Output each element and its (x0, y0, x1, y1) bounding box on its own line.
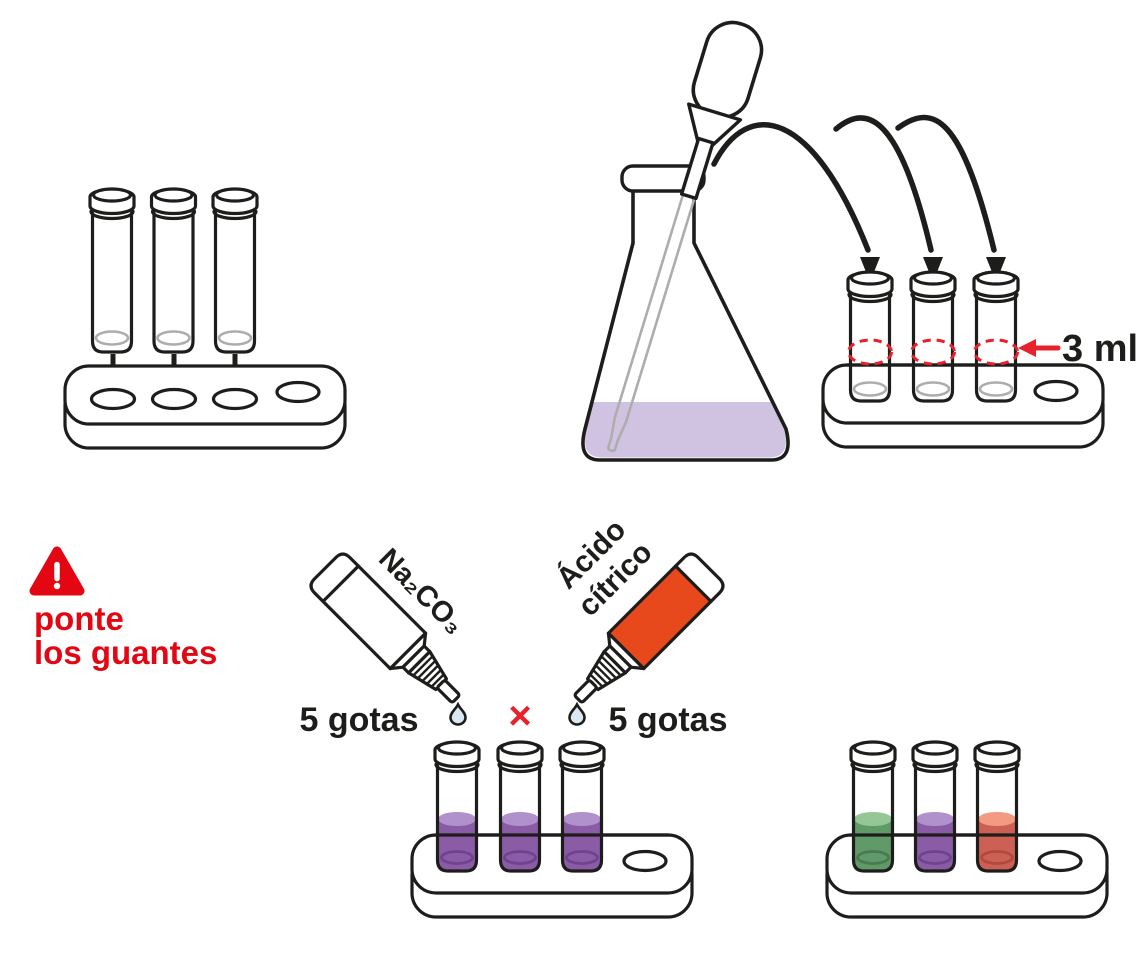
drops-right-label: 5 gotas (608, 701, 727, 739)
test-tube-purple (560, 742, 604, 871)
glove-warning: ponte los guantes (29, 546, 217, 671)
reagent-bottle-na2co3 (309, 552, 461, 704)
step-1-place-tubes (63, 189, 347, 450)
erlenmeyer-flask (581, 164, 790, 462)
reagent-bottle-citric-acid (573, 552, 725, 704)
step-2-fill-3ml: 3 ml (581, 20, 1138, 462)
fill-level-marks: 3 ml (847, 328, 1138, 370)
warning-icon (29, 546, 85, 596)
test-tube (90, 189, 134, 352)
volume-label: 3 ml (1062, 328, 1138, 370)
flask-outline (581, 187, 790, 462)
warning-text-line2: los guantes (34, 634, 217, 671)
no-drop-cross: × (508, 694, 531, 738)
test-tube-purple (435, 742, 479, 871)
bottle-body-color (608, 566, 711, 669)
tube-rack (821, 363, 1105, 449)
flask-liquid (585, 402, 786, 458)
drops-left-label: 5 gotas (299, 701, 418, 739)
step-4-results (825, 742, 1109, 919)
test-tube-purple (913, 742, 957, 871)
warning-text-line1: ponte (34, 600, 124, 637)
pipette-barrel (679, 136, 715, 201)
pipette-glass-tube (606, 193, 696, 453)
transfer-arrows (711, 114, 1006, 282)
test-tube-green (851, 742, 895, 871)
test-tube-red (975, 742, 1019, 871)
test-tube (152, 189, 196, 352)
test-tube-purple (498, 742, 542, 871)
pipette (606, 20, 764, 453)
step-3-add-reagents: Na₂CO₃ Ácido cítrico 5 gotas × 5 gotas (299, 512, 728, 919)
tube-rack (63, 364, 347, 450)
test-tube (213, 189, 257, 352)
